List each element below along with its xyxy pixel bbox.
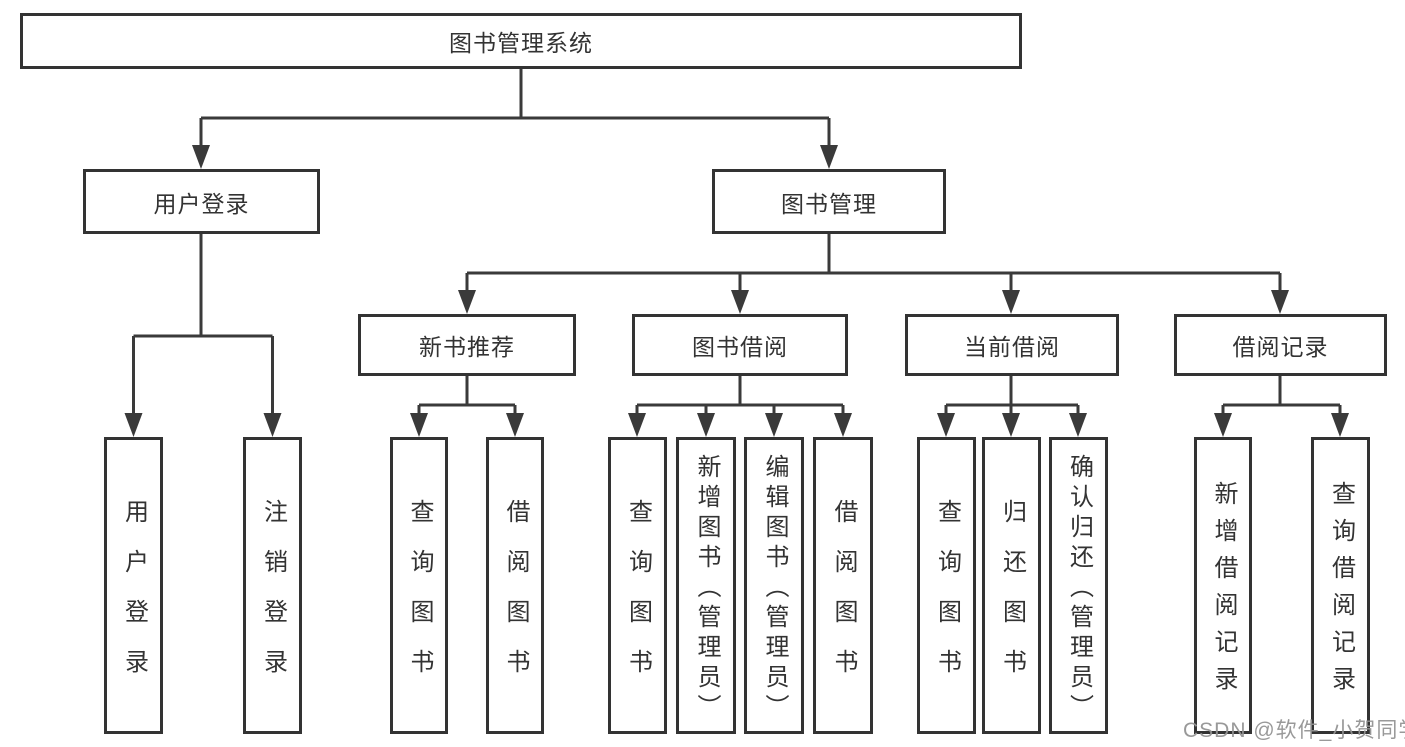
leaf-borrow-books-2: 借阅图书 <box>813 437 873 734</box>
node-label: 借阅图书 <box>830 498 857 699</box>
leaf-confirm-return-admin: 确认归还（管理员） <box>1049 437 1108 734</box>
node-label: 图书管理 <box>781 190 877 217</box>
node-label: 新增借阅记录 <box>1210 481 1237 703</box>
node-current-borrow: 当前借阅 <box>905 314 1119 376</box>
leaf-query-borrow-record: 查询借阅记录 <box>1311 437 1370 734</box>
edge-records-to-leaves <box>1221 376 1342 433</box>
edge-bookborrow-to-leaves <box>635 376 845 433</box>
csdn-watermark: CSDN @软件_小贺同学 <box>1183 719 1405 742</box>
node-label: 编辑图书（管理员） <box>761 453 788 724</box>
node-user-login: 用户登录 <box>83 169 320 234</box>
edge-bookmgmt-to-level3 <box>465 234 1282 310</box>
leaf-add-borrow-record: 新增借阅记录 <box>1194 437 1252 734</box>
node-label: 查询图书 <box>406 498 433 699</box>
node-system-root: 图书管理系统 <box>20 13 1022 69</box>
node-new-book-recommend: 新书推荐 <box>358 314 576 376</box>
node-label: 查询借阅记录 <box>1327 481 1355 703</box>
node-label: 新增图书（管理员） <box>693 453 720 724</box>
leaf-logout: 注销登录 <box>243 437 302 734</box>
node-book-borrow: 图书借阅 <box>632 314 848 376</box>
leaf-borrow-books-1: 借阅图书 <box>486 437 544 734</box>
leaf-query-books-3: 查询图书 <box>917 437 976 734</box>
leaf-user-login: 用户登录 <box>104 437 163 734</box>
node-label: 图书借阅 <box>692 334 788 360</box>
node-label: 新书推荐 <box>419 334 515 360</box>
edge-root-to-level2 <box>199 69 831 165</box>
node-label: 查询图书 <box>624 498 652 699</box>
edge-userlogin-to-leaves <box>132 234 274 433</box>
edge-newbooks-to-leaves <box>417 376 517 433</box>
leaf-query-books-1: 查询图书 <box>390 437 448 734</box>
node-label: 用户登录 <box>153 190 250 217</box>
node-label: 确认归还（管理员） <box>1065 453 1093 724</box>
node-label: 借阅记录 <box>1232 334 1329 360</box>
leaf-return-books: 归还图书 <box>982 437 1041 734</box>
node-label: 注销登录 <box>259 498 287 699</box>
node-label: 图书管理系统 <box>449 30 593 56</box>
leaf-add-books-admin: 新增图书（管理员） <box>676 437 736 734</box>
node-label: 借阅图书 <box>502 498 529 699</box>
arrowheads <box>124 145 1349 437</box>
node-label: 归还图书 <box>998 498 1026 699</box>
node-borrow-records: 借阅记录 <box>1174 314 1387 376</box>
leaf-edit-books-admin: 编辑图书（管理员） <box>744 437 804 734</box>
node-label: 当前借阅 <box>964 334 1060 360</box>
leaf-query-books-2: 查询图书 <box>608 437 667 734</box>
node-label: 用户登录 <box>120 498 148 699</box>
node-label: 查询图书 <box>933 498 961 699</box>
node-book-management: 图书管理 <box>712 169 946 234</box>
